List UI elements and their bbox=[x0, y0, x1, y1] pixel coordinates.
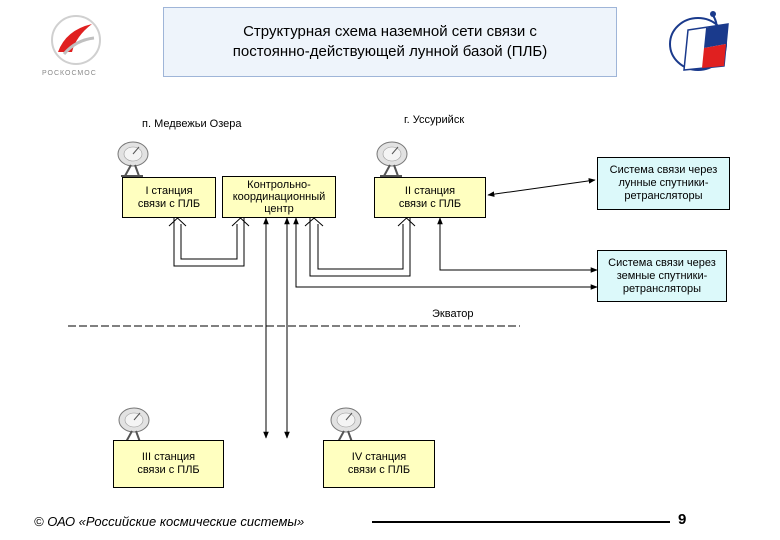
equator-label: Экватор bbox=[432, 308, 474, 320]
link-station2-lunar-sats bbox=[487, 178, 596, 197]
node-label: связи с ПЛБ bbox=[347, 464, 411, 476]
node-station-2: II станция связи с ПЛБ bbox=[374, 177, 486, 218]
rss-logo-icon bbox=[669, 11, 729, 71]
antenna-dish-icon-station4 bbox=[330, 407, 362, 443]
roscosmos-logo: РОСКОСМОС bbox=[36, 10, 116, 82]
location-ussuriysk: г. Уссурийск bbox=[404, 114, 465, 126]
roscosmos-caption: РОСКОСМОС bbox=[42, 70, 97, 77]
node-station-3: III станция связи с ПЛБ bbox=[113, 440, 224, 488]
node-label: II станция bbox=[404, 184, 456, 197]
node-label: ретрансляторы bbox=[624, 190, 703, 202]
antenna-dish-icon-station1 bbox=[117, 141, 149, 177]
node-lunar-satellite-system: Система связи через лунные спутники- рет… bbox=[597, 157, 730, 210]
title-box: Структурная схема наземной сети связи с … bbox=[163, 7, 617, 77]
node-station-4: IV станция связи с ПЛБ bbox=[323, 440, 435, 488]
roscosmos-logo-icon bbox=[51, 15, 101, 65]
node-label: центр bbox=[264, 203, 294, 215]
link-station1-control bbox=[168, 217, 250, 267]
link-station2-earth-sats bbox=[437, 217, 598, 273]
node-station-1: I станция связи с ПЛБ bbox=[122, 177, 216, 218]
link-control-station2 bbox=[304, 217, 416, 277]
node-label: связи с ПЛБ bbox=[398, 197, 462, 210]
footer-copyright: © ОАО «Российские космические системы» bbox=[34, 514, 305, 529]
title-line-2: постоянно-действующей лунной базой (ПЛБ) bbox=[232, 43, 548, 60]
antenna-dish-icon-station2 bbox=[376, 141, 408, 177]
rss-logo bbox=[662, 8, 742, 78]
node-label: Контрольно- bbox=[247, 179, 311, 191]
node-label: III станция bbox=[141, 451, 196, 463]
node-label: связи с ПЛБ bbox=[137, 197, 201, 210]
antenna-dish-icon-station3 bbox=[118, 407, 150, 443]
node-earth-satellite-system: Система связи через земные спутники- рет… bbox=[597, 250, 727, 302]
node-label: IV станция bbox=[351, 451, 407, 463]
node-label: связи с ПЛБ bbox=[137, 464, 200, 476]
location-medvezhyi: п. Медвежьи Озера bbox=[142, 118, 242, 130]
node-label: ретрансляторы bbox=[622, 282, 702, 295]
link-control-earth-sats bbox=[293, 217, 598, 290]
page-number: 9 bbox=[678, 511, 687, 528]
title-line-1: Структурная схема наземной сети связи с bbox=[243, 23, 537, 40]
node-label: I станция bbox=[145, 184, 193, 197]
node-label: земные спутники- bbox=[616, 269, 708, 282]
node-label: Система связи через bbox=[609, 164, 718, 176]
node-control-center: Контрольно- координационный центр bbox=[222, 176, 336, 218]
node-label: лунные спутники- bbox=[618, 177, 709, 189]
node-label: Система связи через bbox=[608, 256, 716, 269]
footer-divider bbox=[372, 521, 670, 523]
node-label: координационный bbox=[232, 191, 326, 203]
